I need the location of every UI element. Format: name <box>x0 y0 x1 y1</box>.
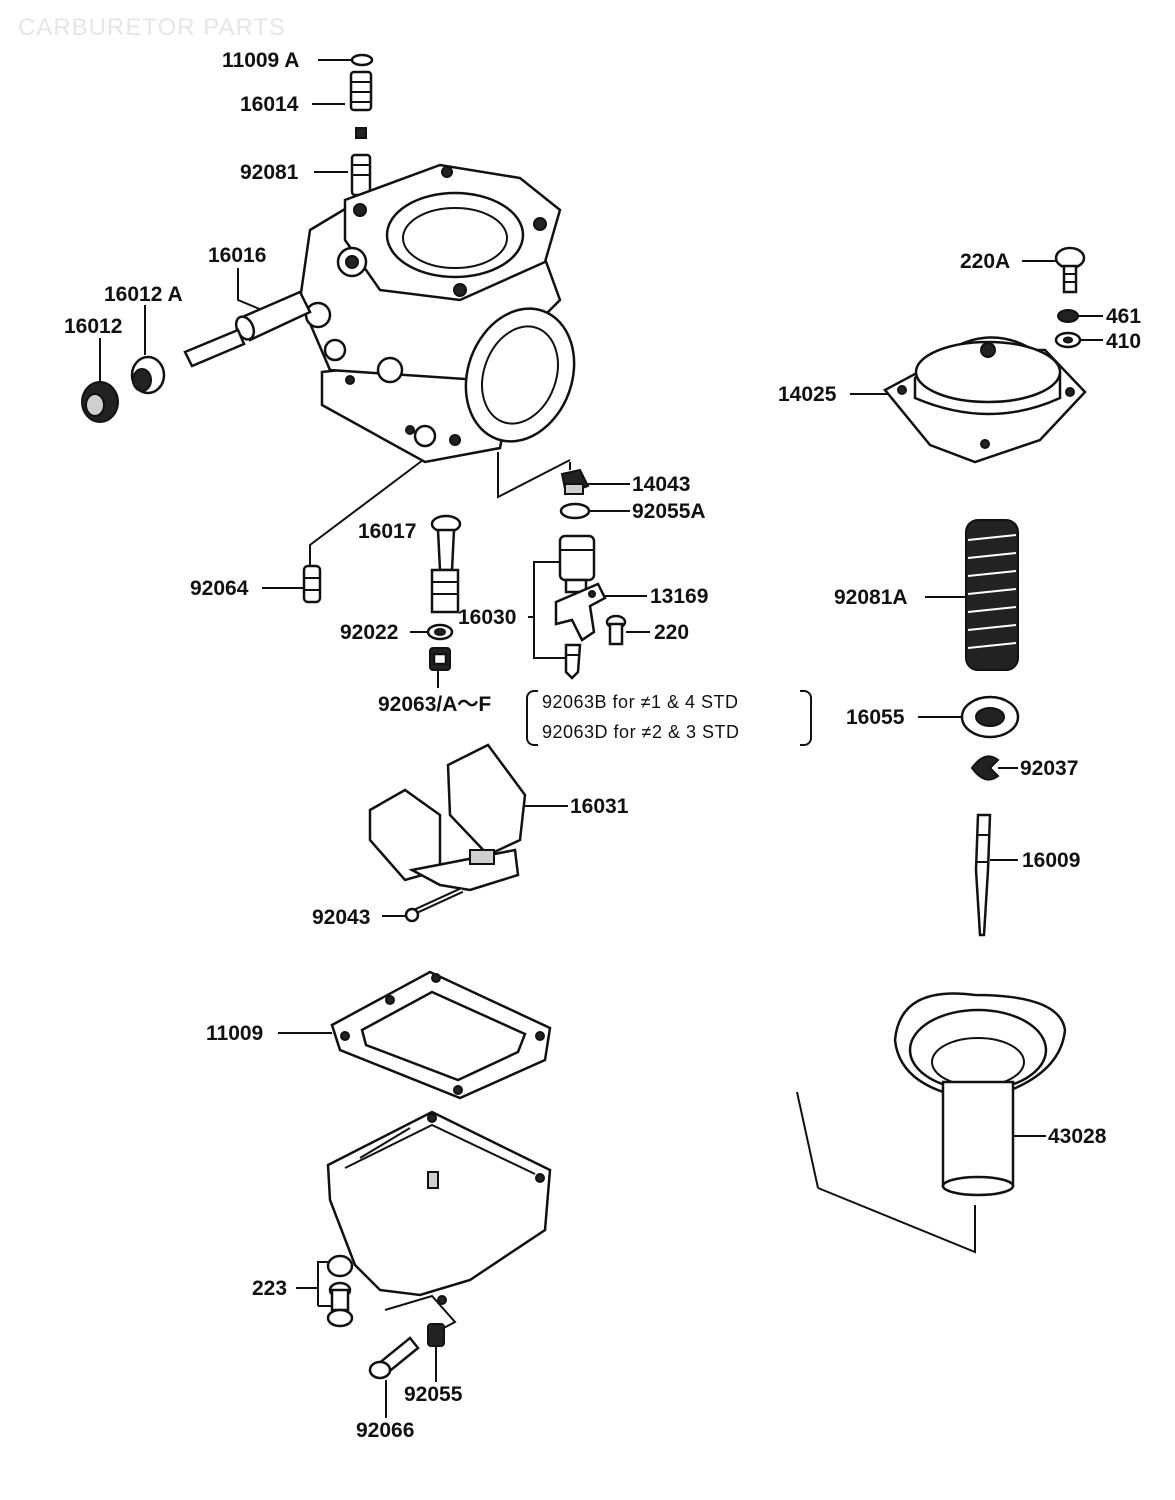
label-16055: 16055 <box>846 706 905 729</box>
jet-92064 <box>302 564 322 604</box>
spring-92081a <box>965 519 1019 671</box>
notes-bracket-left <box>526 690 538 746</box>
needle-jet-16017 <box>430 514 462 614</box>
label-16030: 16030 <box>458 606 517 629</box>
label-92022: 92022 <box>340 621 399 644</box>
label-16009: 16009 <box>1022 849 1081 872</box>
main-jet-92063 <box>429 647 451 671</box>
cap-16012 <box>81 381 119 423</box>
label-16017: 16017 <box>358 520 417 543</box>
label-92043: 92043 <box>312 906 371 929</box>
label-220a: 220A <box>960 250 1011 273</box>
plate-13169 <box>554 582 607 642</box>
label-461: 461 <box>1106 305 1142 328</box>
label-92037: 92037 <box>1020 757 1079 780</box>
label-223: 223 <box>252 1277 288 1300</box>
lock-washer-461 <box>1057 309 1079 323</box>
spring-seat-16055 <box>960 695 1020 739</box>
label-14025: 14025 <box>778 383 837 406</box>
label-14043: 14043 <box>632 473 691 496</box>
label-92055a: 92055A <box>632 500 706 523</box>
pilot-screw-16016 <box>183 290 312 368</box>
spring-92081-small <box>350 127 372 197</box>
note-92063d: 92063D for ≠2 & 3 STD <box>542 722 740 742</box>
watermark-text: CARBURETOR PARTS <box>18 14 287 41</box>
leader-lines <box>99 59 1103 1418</box>
clip-92037 <box>970 755 1000 781</box>
screw-220a <box>1054 246 1086 294</box>
label-11009a: 11009 A <box>222 49 300 72</box>
float-16031 <box>368 743 527 892</box>
label-43028: 43028 <box>1048 1125 1107 1148</box>
label-11009: 11009 <box>206 1022 264 1045</box>
label-16014: 16014 <box>240 93 299 116</box>
gasket-11009 <box>330 970 552 1100</box>
notes-bracket-right <box>800 690 812 746</box>
label-16012: 16012 <box>64 315 123 338</box>
label-92063-a-f: 92063/A～F <box>378 693 492 716</box>
label-92066: 92066 <box>356 1419 415 1442</box>
o-ring-11009a <box>350 53 374 67</box>
washer-410 <box>1054 331 1082 349</box>
valve-seat-16030 <box>558 534 596 594</box>
label-16012a: 16012 A <box>104 283 183 306</box>
plug-14043 <box>560 468 590 496</box>
float-valve-needle <box>564 643 582 680</box>
carburetor-body <box>298 163 576 464</box>
pin-92043 <box>404 887 464 923</box>
label-16016: 16016 <box>208 244 267 267</box>
air-jet-16014 <box>349 70 373 112</box>
label-16031: 16031 <box>570 795 629 818</box>
drain-screw-92066 <box>368 1336 420 1380</box>
float-bowl <box>326 1110 552 1305</box>
label-220: 220 <box>654 621 690 644</box>
screw-220 <box>605 614 627 646</box>
washer-92022 <box>426 623 454 641</box>
top-cover-14025 <box>883 336 1087 464</box>
label-92064: 92064 <box>190 577 249 600</box>
label-92081a: 92081A <box>834 586 908 609</box>
label-92081: 92081 <box>240 161 299 184</box>
jet-needle-16009 <box>974 813 992 937</box>
spring-16012a <box>130 355 166 395</box>
label-13169: 13169 <box>650 585 709 608</box>
screw-223 <box>326 1254 354 1328</box>
gasket-92055 <box>384 1294 457 1347</box>
label-410: 410 <box>1106 330 1142 353</box>
note-92063b: 92063B for ≠1 & 4 STD <box>542 692 739 712</box>
label-92055: 92055 <box>404 1383 463 1406</box>
vacuum-piston-43028 <box>893 992 1067 1197</box>
o-ring-92055a <box>559 502 591 520</box>
